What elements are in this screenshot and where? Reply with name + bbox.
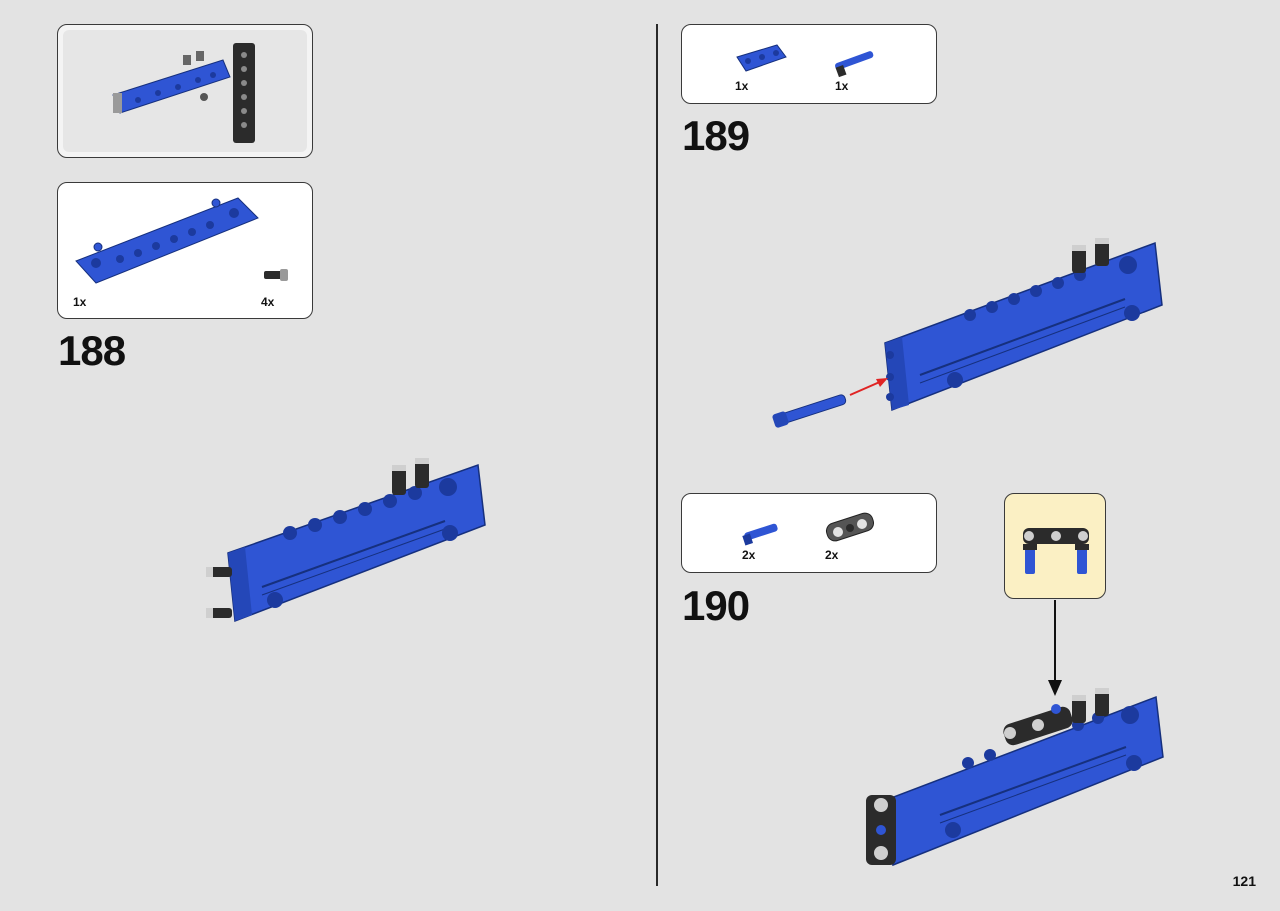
step-188-parts-panel: 1x 4x xyxy=(57,182,313,319)
step-189-parts-image xyxy=(736,44,874,78)
step-190-callout xyxy=(1004,493,1106,599)
step-188-assembly-image xyxy=(206,458,486,623)
page-number: 121 xyxy=(1232,873,1256,889)
step-189-number: 189 xyxy=(682,112,750,159)
step-190-parts-panel: 2x 2x xyxy=(681,493,937,573)
step-188-parts-image xyxy=(75,197,288,284)
step-188-part-1-qty: 1x xyxy=(73,295,87,309)
step-190-part-2-qty: 2x xyxy=(825,548,839,562)
step-190-parts-image xyxy=(742,512,875,546)
step-190-number: 190 xyxy=(682,582,750,629)
step-189-part-1-qty: 1x xyxy=(735,79,749,93)
subassembly-preview-image xyxy=(112,43,255,143)
step-189-assembly-image xyxy=(772,238,1163,428)
page-divider xyxy=(656,24,658,886)
step-188-part-2-qty: 4x xyxy=(261,295,275,309)
callout-arrow xyxy=(1048,600,1062,696)
step-190-part-1-qty: 2x xyxy=(742,548,756,562)
step-188-number: 188 xyxy=(58,327,126,374)
step-190-callout-image xyxy=(1023,528,1089,574)
step-189-part-2-qty: 1x xyxy=(835,79,849,93)
step-189-parts-panel: 1x 1x xyxy=(681,24,937,104)
subassembly-preview-panel xyxy=(57,24,313,158)
step-190-assembly-image xyxy=(866,688,1164,867)
